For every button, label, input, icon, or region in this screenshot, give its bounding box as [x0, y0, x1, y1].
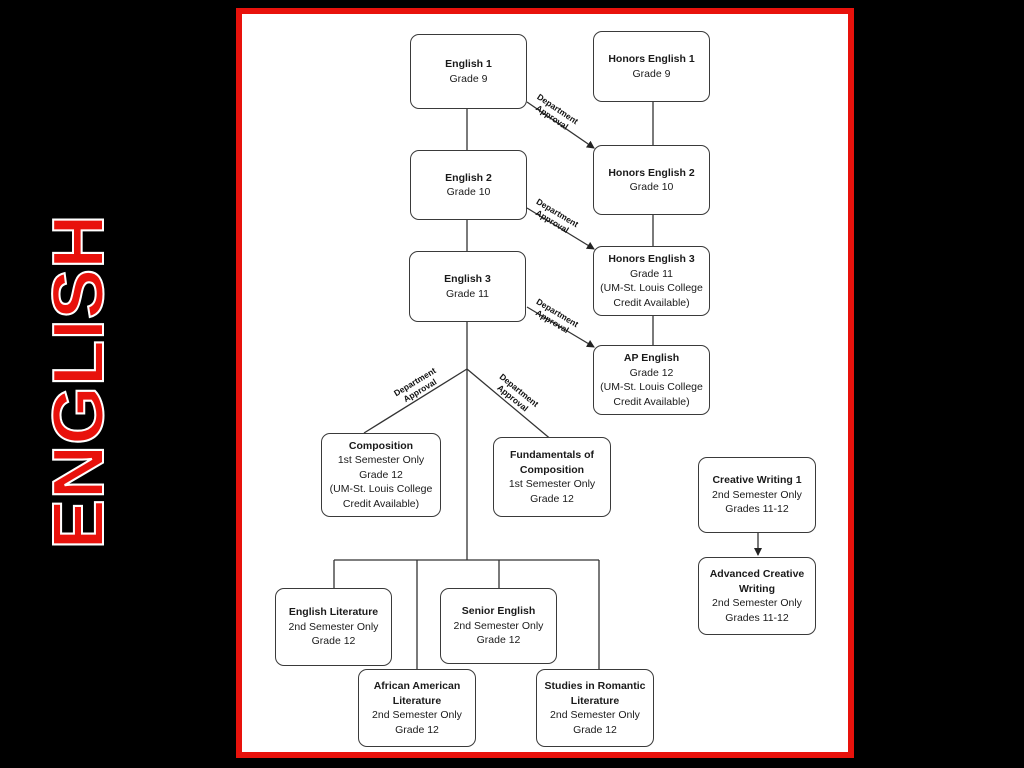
node-line: 2nd Semester Only — [372, 709, 462, 721]
node-title: Advanced Creative Writing — [709, 568, 805, 595]
node-line: 2nd Semester Only — [550, 709, 640, 721]
node-title: Senior English — [461, 605, 536, 618]
node-line: Grade 10 — [629, 181, 674, 193]
node-title: English 1 — [445, 58, 492, 70]
node-title: Fundamentals of Composition — [509, 449, 594, 476]
node-line: Grade 10 — [446, 186, 491, 198]
node-studies-in-romantic-literature: Studies in Romantic Literature 2nd Semes… — [536, 669, 654, 747]
node-line: 1st Semester Only — [508, 478, 596, 490]
node-line: 2nd Semester Only — [712, 488, 802, 501]
node-line: (UM-St. Louis College — [600, 381, 703, 393]
side-title-graphic: ENGLISH — [38, 214, 120, 551]
node-line: Grade 11 — [630, 267, 673, 280]
node-title: AP English — [623, 352, 680, 364]
node-title: Composition — [348, 439, 414, 452]
node-title: Honors English 2 — [608, 166, 695, 179]
node-title: African American Literature — [373, 680, 461, 707]
node-line: Grades 11-12 — [725, 503, 789, 516]
node-line: Grade 12 — [629, 366, 674, 379]
node-english-literature: English Literature 2nd Semester Only Gra… — [275, 588, 392, 666]
node-title: English 3 — [444, 273, 491, 285]
arrow-e1-h2 — [526, 101, 595, 149]
node-line: 2nd Semester Only — [712, 597, 802, 609]
node-line: Grade 12 — [476, 634, 521, 647]
node-line: Grade 9 — [449, 72, 488, 85]
node-line: Grades 11-12 — [725, 611, 789, 624]
node-title: English 2 — [445, 171, 492, 184]
node-line: Grade 11 — [446, 287, 489, 300]
line-branch-fundamentals — [466, 368, 554, 442]
node-english-3: English 3 Grade 11 — [409, 251, 526, 322]
node-line: Credit Available) — [342, 497, 420, 510]
node-african-american-literature: African American Literature 2nd Semester… — [358, 669, 476, 747]
node-line: Grade 12 — [311, 635, 356, 648]
node-title: Studies in Romantic Literature — [544, 680, 646, 707]
node-title: Honors English 1 — [608, 53, 695, 65]
node-title: Honors English 3 — [608, 253, 695, 265]
node-composition: Composition 1st Semester Only Grade 12 (… — [321, 433, 441, 517]
arrow-e2-h3 — [526, 207, 595, 250]
node-honors-english-3: Honors English 3 Grade 11 (UM-St. Louis … — [593, 246, 710, 316]
side-title: ENGLISH — [0, 0, 150, 768]
connector-lines — [333, 101, 762, 669]
node-creative-writing-1: Creative Writing 1 2nd Semester Only Gra… — [698, 457, 816, 533]
node-line: 1st Semester Only — [337, 454, 425, 467]
node-line: (UM-St. Louis College — [329, 483, 433, 496]
node-line: Grade 12 — [359, 468, 403, 481]
node-line: Grade 9 — [632, 67, 671, 80]
node-english-2: English 2 Grade 10 — [410, 150, 527, 220]
flowchart-frame: Department Approval Department Approval … — [236, 8, 854, 758]
node-line: 2nd Semester Only — [453, 619, 544, 632]
node-line: Credit Available) — [613, 395, 690, 408]
node-line: Credit Available) — [613, 296, 690, 309]
node-advanced-creative-writing: Advanced Creative Writing 2nd Semester O… — [698, 557, 816, 635]
node-line: (UM-St. Louis College — [600, 282, 703, 294]
node-line: Grade 12 — [530, 492, 574, 505]
node-fundamentals-of-composition: Fundamentals of Composition 1st Semester… — [493, 437, 611, 517]
node-line: Grade 12 — [573, 723, 617, 736]
node-ap-english: AP English Grade 12 (UM-St. Louis Colleg… — [593, 345, 710, 415]
side-title-text: ENGLISH — [39, 215, 119, 550]
node-line: 2nd Semester Only — [288, 620, 379, 633]
node-title: English Literature — [288, 606, 379, 619]
line-branch-composition — [363, 368, 468, 434]
node-english-1: English 1 Grade 9 — [410, 34, 527, 109]
node-honors-english-2: Honors English 2 Grade 10 — [593, 145, 710, 215]
node-title: Creative Writing 1 — [712, 474, 802, 487]
node-senior-english: Senior English 2nd Semester Only Grade 1… — [440, 588, 557, 664]
node-honors-english-1: Honors English 1 Grade 9 — [593, 31, 710, 102]
node-line: Grade 12 — [395, 723, 439, 736]
arrow-e3-ap — [526, 306, 595, 348]
